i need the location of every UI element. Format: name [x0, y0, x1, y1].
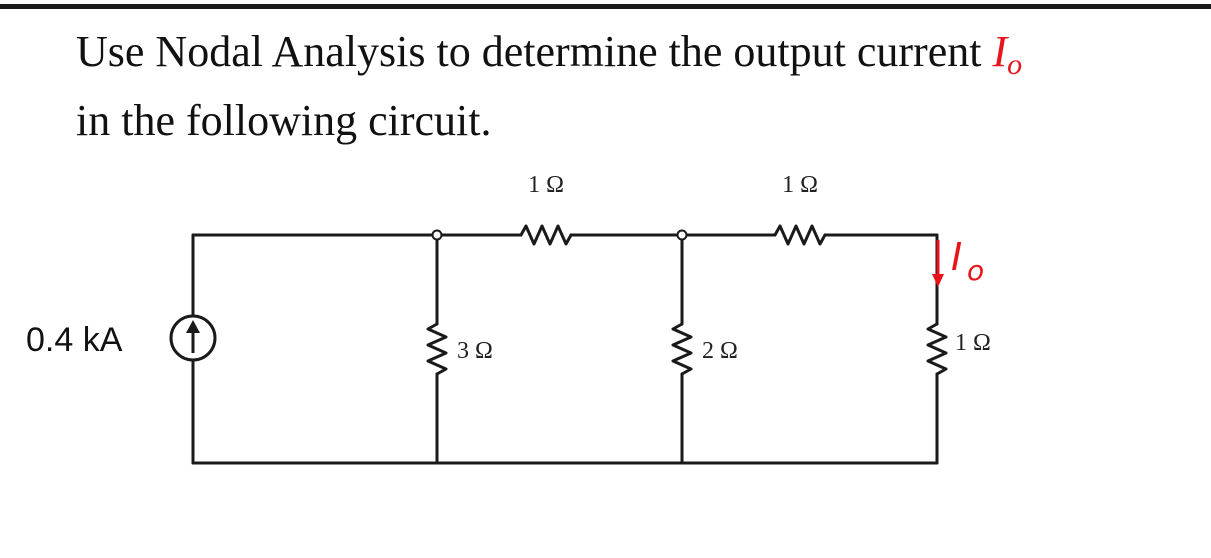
resistor-right: [926, 322, 948, 376]
output-current-arrow-icon: [932, 240, 944, 287]
resistor-top-left: [519, 224, 573, 246]
resistor-top-right: [773, 224, 827, 246]
current-source-icon: [169, 314, 217, 362]
label-r-shunt-3: 1 Ω: [955, 330, 991, 356]
top-rule: [0, 4, 1211, 9]
problem-line-1: Use Nodal Analysis to determine the outp…: [76, 27, 993, 76]
label-io: I: [951, 235, 962, 279]
problem-line-2: in the following circuit.: [76, 96, 492, 145]
label-r-top-left: 1 Ω: [528, 172, 564, 198]
problem-statement: Use Nodal Analysis to determine the outp…: [76, 24, 1196, 149]
label-io-sub: o: [967, 254, 984, 287]
label-source: 0.4 kA: [26, 321, 123, 359]
output-current-var: Io: [992, 27, 1023, 81]
label-r-shunt-2: 2 Ω: [702, 338, 738, 364]
resistor-shunt-2: [671, 322, 693, 376]
label-r-shunt-1: 3 Ω: [457, 338, 493, 364]
resistor-shunt-1: [426, 322, 448, 376]
label-r-top-right: 1 Ω: [782, 172, 818, 198]
node-1: [431, 229, 443, 241]
node-2: [676, 229, 688, 241]
